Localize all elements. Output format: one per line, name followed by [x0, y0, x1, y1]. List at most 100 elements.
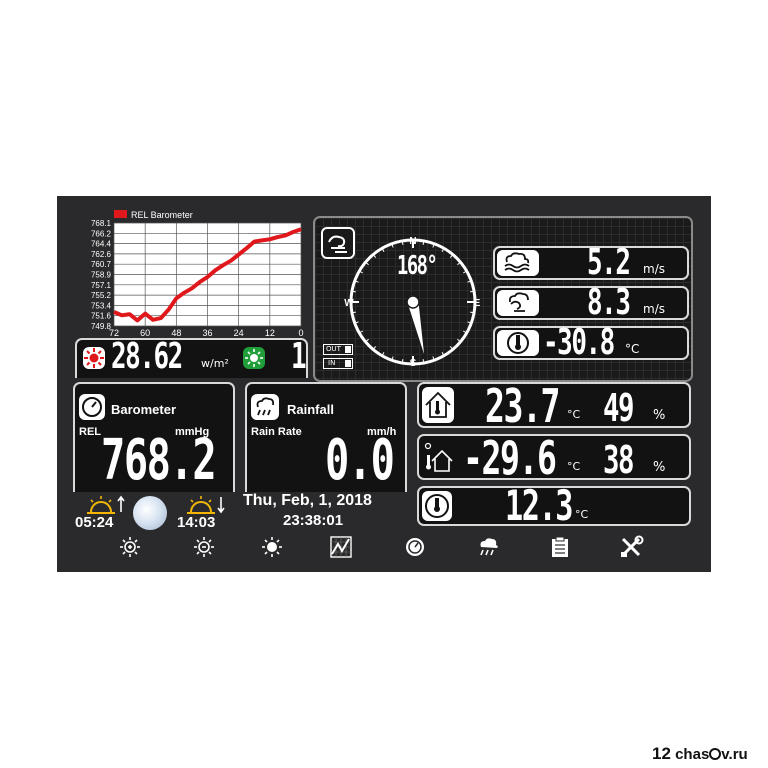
compass-tick [470, 290, 475, 293]
indoor-house-icon [422, 387, 454, 423]
brightness-down-icon[interactable] [193, 536, 215, 558]
barometer-unit: mmHg [175, 426, 210, 438]
out-label: OUT [326, 345, 341, 353]
rainfall-title: Rainfall [287, 402, 334, 417]
wind-gust-unit: m/s [643, 302, 665, 316]
outdoor-humidity-unit: % [653, 460, 666, 475]
uv-index-value: 1 [291, 336, 307, 377]
compass-tick [449, 346, 454, 350]
wind-panel: N S E W 168° OUT IN 5.2 m/s [313, 216, 693, 382]
chart-y-tick-label: 749.8 [91, 322, 112, 331]
rainfall-unit: mm/h [367, 426, 397, 438]
barometer-mode: REL [79, 426, 101, 438]
wind-speed-row: 5.2 m/s [493, 244, 689, 282]
outdoor-row: -29.6 °C 38 % [417, 434, 691, 482]
tools-icon[interactable] [619, 535, 645, 559]
dewpoint-value: 12.3 [505, 481, 574, 530]
rainfall-value: 0.0 [325, 428, 395, 493]
compass-n: N [409, 236, 416, 247]
wind-chill-icon [497, 330, 539, 356]
dewpoint-icon [422, 491, 452, 521]
chart-y-tick-label: 753.4 [91, 301, 112, 310]
compass-tick [372, 346, 377, 350]
in-indicator: IN [323, 358, 353, 369]
legend-swatch [114, 210, 127, 218]
gust-icon [497, 290, 539, 316]
legend-label: REL Barometer [131, 210, 193, 220]
chart-y-ticks: 768.1766.2764.4762.6760.7758.9757.1755.2… [91, 219, 112, 331]
compass-tick [462, 270, 467, 274]
sunset-icon [185, 494, 229, 516]
dewpoint-row: 12.3 °C [417, 481, 691, 530]
compass-tick [470, 311, 475, 314]
compass-tick [391, 356, 394, 361]
compass-s: S [410, 358, 417, 369]
compass-tick [467, 280, 472, 283]
outdoor-humidity-value: 38 [603, 438, 635, 482]
rain-mode-icon[interactable] [475, 535, 501, 559]
graph-icon[interactable] [329, 535, 353, 559]
sun-mode-icon[interactable] [261, 536, 283, 558]
chart-x-tick-label: 60 [140, 328, 150, 336]
chart-x-tick-label: 0 [298, 328, 303, 336]
wind-compass: N S E W [343, 232, 483, 372]
wind-chill-unit: °C [625, 342, 640, 356]
compass-tick [359, 330, 364, 334]
sunrise-time: 05:24 [75, 514, 114, 531]
wind-icon [497, 250, 539, 276]
compass-tick [422, 359, 425, 364]
current-time: 23:38:01 [283, 512, 344, 529]
compass-tick [441, 248, 445, 253]
sun-icon [83, 347, 105, 369]
wind-speed-unit: m/s [643, 262, 665, 276]
chart-y-tick-label: 764.4 [91, 240, 112, 249]
chart-y-tick-label: 751.6 [91, 312, 112, 321]
compass-tick [457, 261, 461, 266]
wind-chill-row: -30.8 °C [493, 324, 689, 362]
compass-tick [381, 351, 385, 356]
out-indicator: OUT [323, 344, 353, 355]
solar-unit: w/m² [201, 357, 229, 370]
compass-tick [462, 330, 467, 334]
dewpoint-unit: °C [575, 508, 589, 521]
compass-e: E [474, 298, 481, 309]
rainfall-panel: Rainfall Rain Rate mm/h 0.0 [245, 382, 407, 492]
rainfall-mode: Rain Rate [251, 426, 302, 438]
chart-y-tick-label: 760.7 [91, 260, 112, 269]
wind-mode-icon [321, 227, 355, 259]
brightness-up-icon[interactable] [119, 536, 141, 558]
solar-panel: 28.62 w/m² 1 [75, 338, 308, 378]
compass-tick [401, 240, 404, 245]
compass-tick [351, 311, 356, 314]
chart-y-tick-label: 762.6 [91, 250, 112, 259]
watermark-clock-icon [709, 748, 722, 760]
outdoor-temp-unit: °C [567, 460, 581, 473]
compass-tick [449, 254, 454, 258]
chart-x-tick-label: 72 [109, 328, 119, 336]
barometer-panel: Barometer REL mmHg 768.2 [73, 382, 235, 492]
barometer-icon [79, 394, 105, 420]
indoor-temp-value: 23.7 [485, 379, 560, 433]
compass-ticks [351, 240, 475, 364]
compass-tick [391, 243, 394, 248]
barometer-mode-icon[interactable] [403, 535, 427, 559]
chart-y-tick-label: 758.9 [91, 271, 112, 280]
compass-tick [457, 338, 461, 343]
compass-tick [401, 359, 404, 364]
compass-tick [441, 351, 445, 356]
compass-tick [432, 356, 435, 361]
sunrise-icon [85, 494, 129, 516]
chart-y-tick-label: 755.2 [91, 291, 112, 300]
rain-icon [251, 394, 279, 420]
wind-gust-row: 8.3 m/s [493, 284, 689, 322]
chart-x-tick-label: 48 [171, 328, 181, 336]
current-date: Thu, Feb, 1, 2018 [243, 492, 372, 509]
compass-tick [351, 290, 356, 293]
in-label: IN [328, 359, 336, 367]
indoor-row: 23.7 °C 49 % [417, 379, 691, 433]
outdoor-house-icon [422, 439, 454, 475]
clipboard-icon[interactable] [549, 535, 571, 559]
chart-y-tick-label: 768.1 [91, 219, 112, 228]
